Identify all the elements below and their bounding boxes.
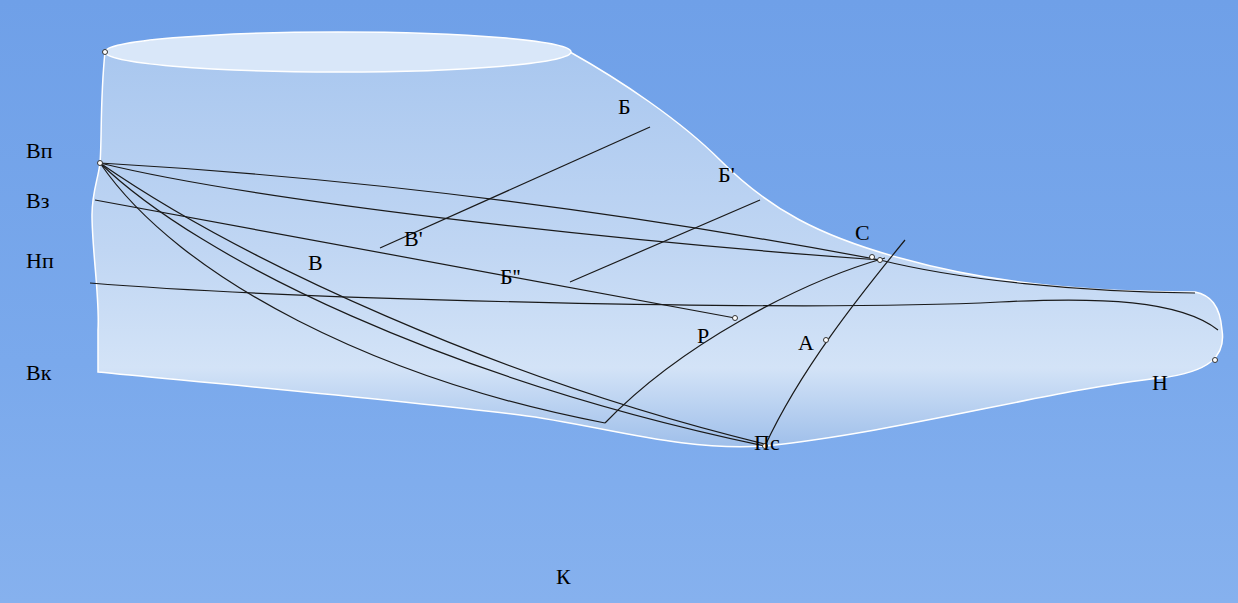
point-label: Н bbox=[1152, 372, 1168, 394]
reference-points bbox=[98, 50, 1218, 449]
point-label: Пс bbox=[754, 432, 780, 454]
point-label: Б'' bbox=[500, 266, 521, 288]
point-label: Вз bbox=[26, 190, 49, 212]
point-label: В' bbox=[404, 228, 423, 250]
construction-lines bbox=[90, 127, 1218, 446]
point-label: Б bbox=[618, 96, 631, 118]
last-top-opening bbox=[105, 32, 571, 72]
point-label: Вп bbox=[26, 140, 52, 162]
last-outline bbox=[92, 52, 1223, 447]
point-label: Вк bbox=[26, 362, 51, 384]
point-label: А bbox=[798, 332, 814, 354]
point-label: Б' bbox=[718, 164, 735, 186]
point-label: Нп bbox=[26, 250, 54, 272]
point-label: В bbox=[308, 252, 323, 274]
point-label: С bbox=[855, 222, 870, 244]
point-label: Р bbox=[697, 325, 709, 347]
point-label: К bbox=[556, 566, 571, 588]
